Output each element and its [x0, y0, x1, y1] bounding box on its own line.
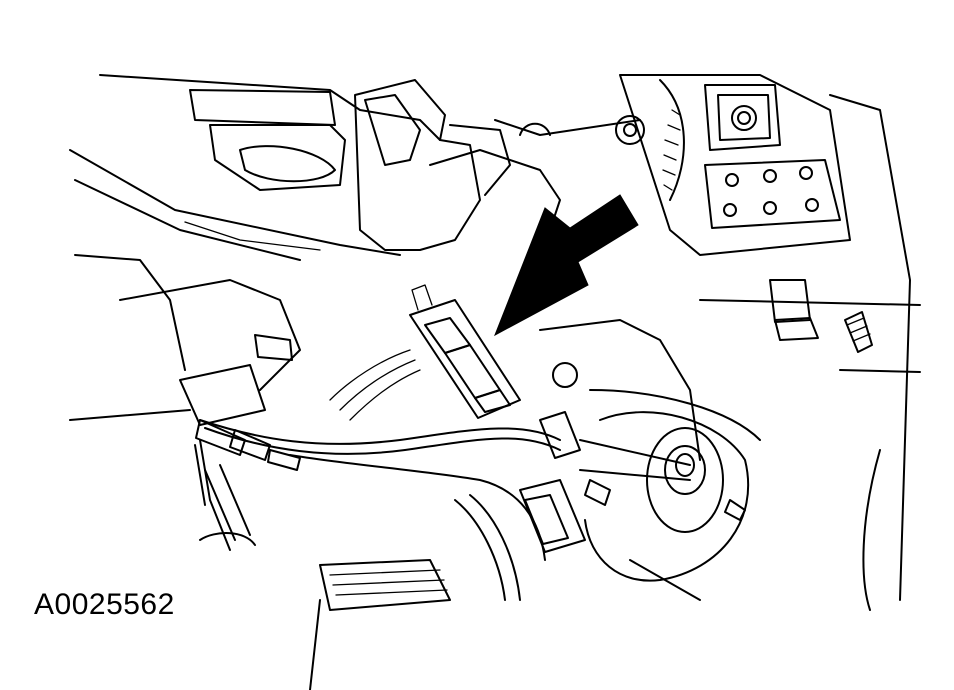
right-mounting-panel: [619, 74, 851, 256]
harness-clip: [179, 334, 301, 471]
lower-rod: [199, 464, 256, 546]
callout-arrow: [494, 194, 639, 337]
dash-panel-outline: [69, 74, 441, 421]
pedal-pivot-assembly: [539, 319, 761, 601]
lower-connector: [519, 411, 611, 553]
pedal-pad: [309, 559, 451, 690]
figure-identifier: A0025562: [34, 588, 175, 621]
switch-connector: [409, 284, 521, 419]
column-bracket: [354, 79, 645, 251]
right-frame-and-stud: [699, 94, 921, 611]
